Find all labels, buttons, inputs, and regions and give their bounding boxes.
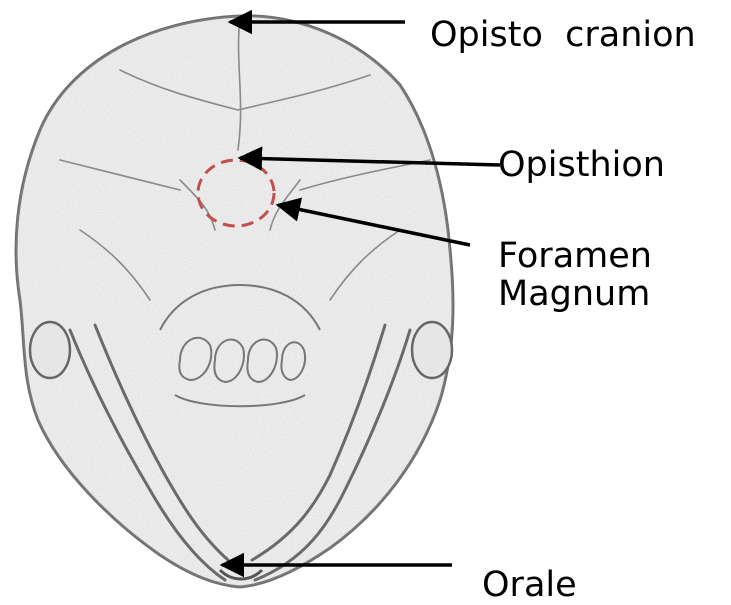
label-opisto-cranion: Opisto cranion <box>430 18 696 53</box>
label-foramen-magnum: Foramen Magnum <box>498 238 652 314</box>
label-foramen-line1: Foramen <box>498 238 652 276</box>
label-orale: Orale <box>482 568 577 603</box>
label-opisthion: Opisthion <box>498 148 665 183</box>
label-foramen-line2: Magnum <box>498 276 652 314</box>
